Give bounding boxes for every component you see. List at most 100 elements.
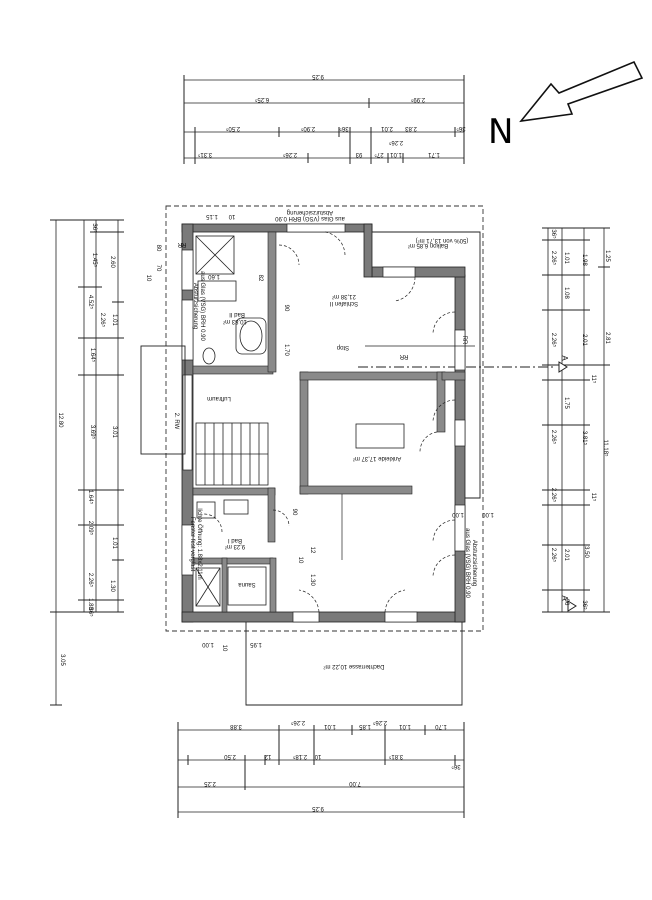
dims-right-label: 1.75 [563, 397, 569, 409]
dims-bottom-label: 3.81⁵ [388, 753, 404, 759]
notes-label: Fenster fest verglast [189, 516, 195, 572]
dims-right-label: 2.26⁵ [550, 332, 556, 348]
dims-left-label: 36⁵ [91, 223, 97, 233]
rooms-label: Luftraum [207, 395, 231, 401]
dims-right-label: 1.25 [604, 250, 610, 262]
right-dimension-lines [542, 227, 610, 613]
small-dims-label: 1.15 [206, 213, 218, 219]
dims-top-label: 6.25⁵ [254, 96, 270, 102]
rooms-label: (50% von 13,71 m²) [415, 237, 469, 243]
dims-left-label: 1.64⁵ [89, 347, 95, 363]
small-dims-label: 1.60 [208, 273, 220, 279]
dims-right-label: 3.50 [583, 546, 589, 558]
dims-bottom-label: 36⁵ [451, 763, 461, 769]
dims-left-label: 12.80 [57, 412, 63, 428]
dims-left-label: 2.60 [109, 256, 115, 268]
door-swings [203, 231, 456, 613]
windows [181, 223, 466, 623]
small-dims-label: 1.00 [452, 511, 464, 517]
notes-label: 2. RW [173, 412, 179, 430]
dims-top-label: 1.71 [428, 151, 440, 157]
dims-top-label: 2.01 [381, 125, 393, 131]
dims-bottom-label: 2.25 [204, 780, 216, 786]
dims-right-label: 1.08 [563, 287, 569, 299]
dims-left-label: 36⁵ [87, 607, 93, 617]
dims-left-label: 1.45⁵ [91, 252, 97, 268]
dims-left-label: 1.30 [109, 580, 115, 592]
rooms-label: 10,83 m² [223, 318, 247, 324]
dims-bottom-label: 2.26⁵ [372, 719, 388, 725]
north-arrow-icon [519, 60, 644, 123]
small-dims-label: 1.95 [250, 641, 262, 647]
small-dims-label: 1.00 [482, 511, 494, 517]
dims-bottom-label: 12 [264, 753, 272, 759]
notes-label: lichte Öffnung: 1.88x2.11m [196, 508, 202, 580]
staircase [195, 422, 269, 486]
dims-right-label: 1.98 [581, 254, 587, 266]
dims-right-label: 11.18⁵ [602, 439, 608, 457]
dims-right-label: 2.26⁵ [550, 429, 556, 445]
dims-top-label: 27⁵ [374, 151, 384, 157]
notes-label: Absturzsicherung [471, 539, 477, 587]
dims-left-label: 1.01 [111, 537, 117, 549]
dims-top-label: 2.83 [405, 125, 417, 131]
section-marks-label: A [560, 355, 569, 361]
notes-label: RR [461, 335, 467, 345]
dims-top-label: 9.25 [312, 73, 324, 79]
balcony-outline [140, 231, 481, 706]
dims-right-label: 36⁵ [581, 600, 587, 610]
small-dims-label: 10 [228, 213, 236, 219]
dims-right-label: 2.26⁵ [550, 547, 556, 563]
dims-bottom-label: 2.26⁵ [290, 719, 306, 725]
guide-lines [341, 345, 475, 560]
small-dims-label: 1.00 [202, 641, 214, 647]
small-dims-label: 1.30 [309, 574, 315, 586]
small-dims-label: 10 [145, 274, 151, 282]
small-dims-label: 10 [297, 556, 303, 564]
dims-top-label: 2.90⁵ [300, 125, 316, 131]
dims-top-label: 3.31⁵ [197, 151, 213, 157]
dims-right-label: 1.01 [563, 252, 569, 264]
north-label: N [488, 112, 514, 152]
top-dimension-lines [183, 75, 465, 164]
notes-label: RR [399, 353, 409, 359]
small-dims-label: 12 [309, 546, 315, 554]
dims-left-label: 2.26⁵ [87, 572, 93, 588]
rooms-label: Sauna [238, 581, 256, 587]
rooms-label: 21,38 m² [332, 293, 356, 299]
rooms-label: Ankleide 17,37 m² [352, 455, 402, 461]
dims-bottom-label: 1.01 [399, 723, 411, 729]
dims-top-label: 2.26⁵ [388, 139, 404, 145]
roof-outline [165, 205, 484, 632]
dims-left-label: 1.64⁵ [87, 489, 93, 505]
dims-bottom-label: 1.85 [359, 723, 371, 729]
dims-bottom-label: 1.01 [324, 723, 336, 729]
dims-bottom-label: 10 [314, 753, 322, 759]
notes-label: RR [177, 241, 187, 247]
dims-bottom-label: 2.50 [224, 753, 236, 759]
dims-right-label: 2.26⁵ [550, 487, 556, 503]
fixtures [195, 235, 405, 607]
dims-left-label: 2.09⁵ [87, 520, 93, 536]
dims-top-label: 1.01 [390, 151, 402, 157]
rooms-label: Schlafen II [329, 300, 359, 306]
dims-right-label: 11⁵ [590, 374, 596, 384]
notes-label: aus Glas (VSG) BRH 0.90 [275, 215, 345, 221]
notes-label: Absturzsicherung [192, 282, 198, 330]
small-dims-label: 1.70 [283, 344, 289, 356]
dims-left-label: 2.26⁵ [99, 312, 105, 328]
dims-top-label: 2.99⁵ [410, 96, 426, 102]
dims-bottom-label: 7.00 [349, 780, 361, 786]
dims-right-label: 2.26⁵ [550, 250, 556, 266]
dims-bottom-label: 1.70 [435, 723, 447, 729]
rooms-label: Bad II [229, 311, 245, 317]
dims-left-label: 3.69⁵ [89, 424, 95, 440]
small-dims-label: 82 [257, 274, 263, 282]
dims-right-label: 11⁵ [590, 492, 596, 502]
dims-right-label: 2.81 [604, 332, 610, 344]
dims-left-label: 1.01 [111, 314, 117, 326]
dims-right-label: 2.01 [563, 549, 569, 561]
dims-top-label: 36⁵ [456, 125, 466, 131]
dims-right-label: 36⁵ [550, 229, 556, 239]
notes-label: aus Glas (VSG) BRH 0.90 [199, 271, 205, 341]
